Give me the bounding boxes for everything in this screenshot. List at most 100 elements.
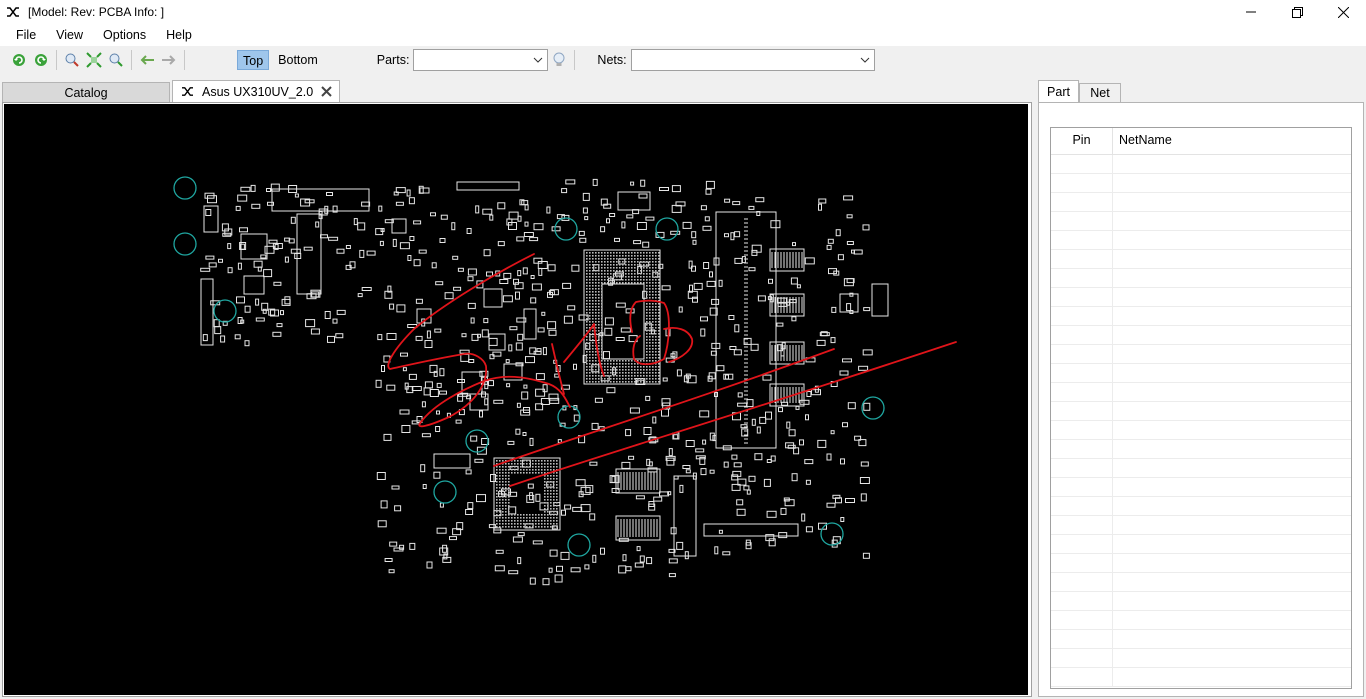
bga-ball: [598, 312, 600, 314]
tab-catalog[interactable]: Catalog: [2, 82, 170, 102]
bga-ball: [586, 378, 588, 380]
pcb-component: [740, 424, 748, 429]
bga-ball: [658, 372, 660, 374]
bga-ball: [502, 481, 504, 483]
pcb-component-large: [296, 213, 322, 295]
rotate-right-button[interactable]: [30, 49, 52, 71]
bga-ball: [640, 381, 642, 383]
bga-ball: [613, 279, 615, 281]
bga-ball: [589, 279, 591, 281]
bga-ball: [517, 472, 519, 474]
tab-board[interactable]: Asus UX310UV_2.0: [172, 80, 340, 102]
pcb-component: [784, 499, 795, 507]
bga-ball: [532, 523, 534, 525]
bga-ball: [652, 333, 654, 335]
menu-file[interactable]: File: [16, 28, 37, 42]
board-canvas[interactable]: [4, 104, 1028, 695]
bga-ball: [520, 463, 522, 465]
bga-ball: [598, 327, 600, 329]
bga-ball: [595, 309, 597, 311]
back-button[interactable]: [136, 49, 158, 71]
menu-view[interactable]: View: [56, 28, 84, 42]
forward-button[interactable]: [158, 49, 180, 71]
column-netname[interactable]: NetName: [1119, 133, 1172, 147]
bga-ball: [610, 279, 612, 281]
bga-ball: [541, 517, 543, 519]
pcb-component: [455, 419, 462, 424]
bga-ball: [598, 294, 600, 296]
bga-ball: [595, 267, 597, 269]
bga-ball: [655, 282, 657, 284]
bga-ball: [520, 514, 522, 516]
bga-ball: [628, 375, 630, 377]
pcb-component: [846, 241, 854, 245]
layer-top-button[interactable]: Top: [237, 50, 270, 70]
bga-ball: [658, 336, 660, 338]
bga-ball: [598, 363, 600, 365]
bga-ball: [592, 294, 594, 296]
pcb-component: [630, 181, 635, 186]
bga-ball: [655, 285, 657, 287]
bga-ball: [655, 261, 657, 263]
pcb-component: [639, 555, 645, 563]
bga-ball: [589, 381, 591, 383]
bga-ball: [649, 312, 651, 314]
table-row: [1051, 440, 1351, 459]
close-window-button[interactable]: [1320, 0, 1366, 24]
pcb-component: [439, 238, 446, 243]
tab-net[interactable]: Net: [1079, 83, 1121, 102]
pcb-component: [376, 472, 386, 480]
bga-ball: [556, 514, 558, 516]
highlight-part-button[interactable]: [548, 49, 570, 71]
bga-ball: [586, 306, 588, 308]
bga-ball: [496, 478, 498, 480]
bga-ball: [499, 508, 501, 510]
pcb-component: [736, 508, 746, 516]
close-tab-icon[interactable]: [320, 85, 333, 98]
rotate-left-button[interactable]: [8, 49, 30, 71]
pcb-view[interactable]: [4, 104, 1028, 695]
bga-ball: [544, 517, 546, 519]
parts-combo[interactable]: [413, 49, 549, 71]
bga-ball: [631, 363, 633, 365]
pcb-component: [582, 207, 588, 214]
pcb-component: [567, 305, 576, 311]
bga-ball: [523, 460, 525, 462]
bga-ball: [526, 526, 528, 528]
tab-part[interactable]: Part: [1038, 80, 1079, 102]
menu-help[interactable]: Help: [166, 28, 192, 42]
bga-ball: [610, 252, 612, 254]
bga-ball: [508, 487, 510, 489]
bga-ball: [604, 276, 606, 278]
column-pin[interactable]: Pin: [1051, 128, 1113, 154]
nets-combo[interactable]: [630, 49, 875, 71]
pcb-component: [222, 320, 228, 326]
pcb-component: [515, 428, 521, 435]
minimize-button[interactable]: [1228, 0, 1274, 24]
pcb-component: [620, 327, 631, 333]
menu-options[interactable]: Options: [103, 28, 147, 42]
layer-bottom-button[interactable]: Bottom: [278, 53, 318, 67]
zoom-out-button[interactable]: [105, 49, 127, 71]
pcb-component: [751, 418, 756, 426]
pcb-component: [406, 386, 414, 394]
bga-ball: [508, 523, 510, 525]
bga-ball: [622, 363, 624, 365]
pcb-component: [457, 379, 465, 383]
pcb-component: [495, 549, 504, 554]
pin-grid[interactable]: Pin NetName: [1050, 127, 1352, 689]
fit-board-button[interactable]: [83, 49, 105, 71]
chevron-down-icon: [534, 57, 543, 63]
bga-ball: [643, 372, 645, 374]
pcb-component: [424, 381, 433, 389]
bga-ball: [655, 336, 657, 338]
maximize-button[interactable]: [1274, 0, 1320, 24]
pcb-component: [817, 439, 827, 448]
pcb-component: [709, 432, 715, 441]
pcb-component: [479, 370, 489, 377]
bga-ball: [613, 255, 615, 257]
bga-ball: [607, 261, 609, 263]
bga-ball: [514, 517, 516, 519]
mounting-hole: [557, 405, 581, 429]
zoom-in-button[interactable]: [61, 49, 83, 71]
